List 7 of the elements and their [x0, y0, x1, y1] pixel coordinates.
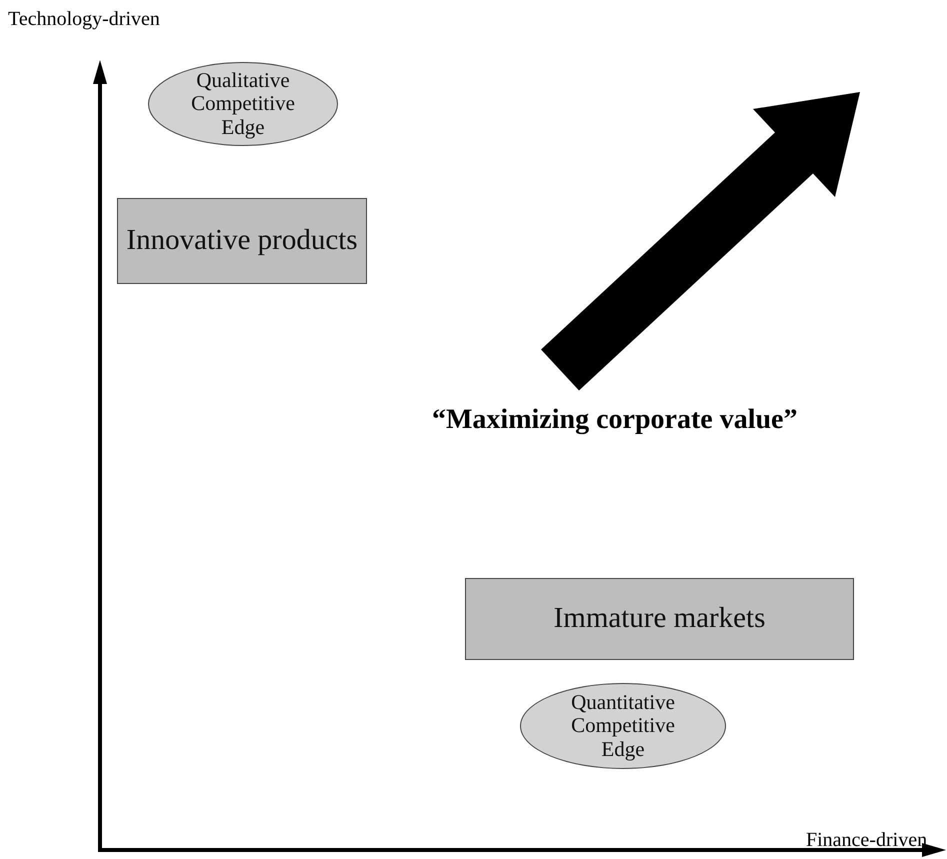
ellipse-node: Quantitative Competitive Edge	[520, 683, 726, 769]
ellipse-node: Qualitative Competitive Edge	[148, 62, 338, 146]
axis-label: Finance-driven	[806, 829, 928, 852]
process-box: Innovative products	[117, 198, 367, 284]
axis-label: Technology-driven	[8, 8, 160, 31]
slogan-text: “Maximizing corporate value”	[432, 404, 798, 436]
process-box: Immature markets	[465, 578, 854, 660]
